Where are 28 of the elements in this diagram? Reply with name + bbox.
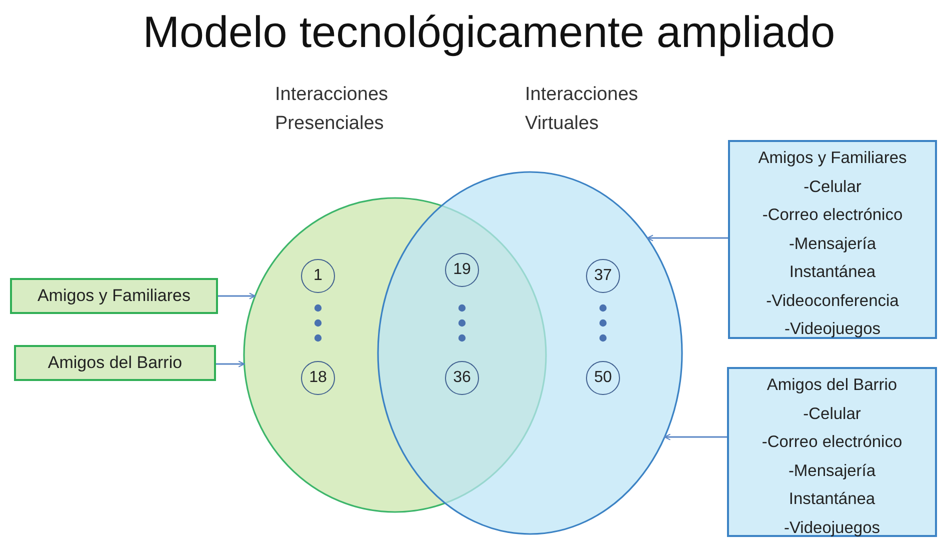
number-circle: 50 [586,361,620,395]
arrow [218,292,256,300]
number-circle: 1 [301,259,335,293]
list-text: -Videojuegos [784,319,881,340]
info-box [728,140,937,339]
box-heading: Amigos del Barrio [766,375,898,396]
list-text: -Correo electrónico [762,432,902,453]
list-text: -Mensajería Instantánea [788,234,878,283]
list-text: -Mensajería Instantánea [787,460,877,510]
info-box [727,367,937,537]
arrow [216,360,245,368]
number-circle: 36 [445,361,479,395]
list-text: -Celular [803,404,861,424]
number-circle: 18 [301,361,335,395]
label-box: Amigos y Familiares [10,278,218,314]
label-box: Amigos del Barrio [14,345,216,381]
number-circle: 37 [586,259,620,293]
list-text: -Videojuegos [784,518,880,538]
list-text: -Videoconferencia [766,290,899,312]
set-heading: Interacciones Virtuales [525,83,640,136]
number-circle: 19 [445,253,479,287]
list-text: -Celular [804,176,862,198]
diagram-title: Modelo tecnológicamente ampliado [142,8,836,58]
list-text: -Correo electrónico [762,205,903,226]
set-heading: Interacciones Presenciales [275,83,390,136]
arrow [646,234,728,242]
arrow [664,434,727,440]
box-heading: Amigos y Familiares [758,148,907,169]
